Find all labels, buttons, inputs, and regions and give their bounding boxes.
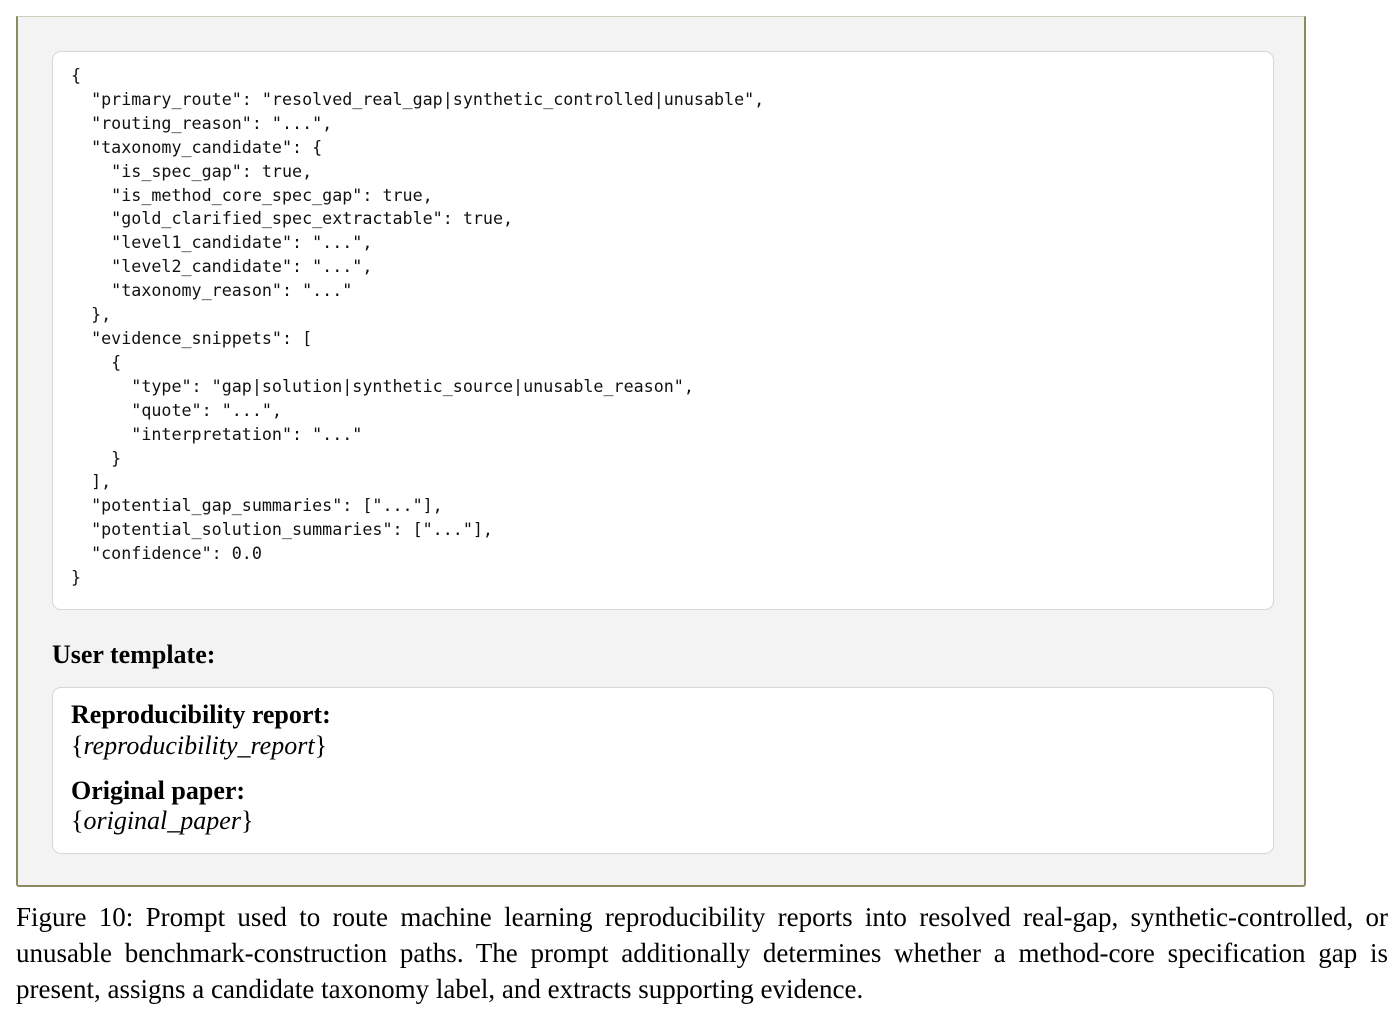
- prompt-frame: { "primary_route": "resolved_real_gap|sy…: [16, 16, 1306, 887]
- original-paper-label: Original paper:: [71, 776, 246, 805]
- open-brace: {: [71, 731, 84, 760]
- code-line: "interpretation": "...": [71, 423, 363, 444]
- code-line: ],: [71, 471, 112, 492]
- code-line: "confidence": 0.0: [71, 543, 262, 564]
- original-paper-variable: original_paper: [83, 806, 241, 835]
- reproducibility-report-variable: reproducibility_report: [83, 731, 315, 760]
- json-output-schema-box: { "primary_route": "resolved_real_gap|sy…: [52, 51, 1274, 610]
- code-line: },: [71, 304, 112, 325]
- code-line: "type": "gap|solution|synthetic_source|u…: [71, 375, 694, 396]
- open-brace: {: [71, 806, 84, 835]
- code-line: "level1_candidate": "...",: [71, 232, 373, 253]
- code-line: {: [71, 351, 122, 372]
- code-line: "is_spec_gap": true,: [71, 160, 313, 181]
- reproducibility-report-label: Reproducibility report:: [71, 700, 331, 729]
- code-line: {: [71, 65, 82, 85]
- code-line: "primary_route": "resolved_real_gap|synt…: [71, 88, 765, 109]
- code-line: }: [71, 567, 82, 588]
- original-paper-placeholder: {original_paper}: [71, 806, 253, 836]
- code-line: "potential_gap_summaries": ["..."],: [71, 495, 443, 516]
- user-template-heading: User template:: [52, 640, 216, 669]
- code-line: "gold_clarified_spec_extractable": true,: [71, 208, 514, 229]
- close-brace: }: [240, 806, 254, 835]
- code-line: "is_method_core_spec_gap": true,: [71, 184, 433, 205]
- user-template-box: Reproducibility report: {reproducibility…: [52, 687, 1274, 854]
- reproducibility-report-placeholder: {reproducibility_report}: [71, 731, 327, 761]
- code-line: "routing_reason": "...",: [71, 112, 333, 133]
- code-line: "taxonomy_candidate": {: [71, 136, 323, 157]
- code-line: "potential_solution_summaries": ["..."],: [71, 519, 493, 540]
- close-brace: }: [314, 731, 328, 760]
- code-line: "level2_candidate": "...",: [71, 256, 373, 277]
- json-schema-code: { "primary_route": "resolved_real_gap|sy…: [71, 64, 764, 590]
- figure-caption: Figure 10: Prompt used to route machine …: [16, 902, 1388, 1004]
- code-line: }: [71, 447, 122, 468]
- code-line: "quote": "...",: [71, 399, 282, 420]
- code-line: "taxonomy_reason": "...": [71, 280, 353, 301]
- code-line: "evidence_snippets": [: [71, 327, 313, 348]
